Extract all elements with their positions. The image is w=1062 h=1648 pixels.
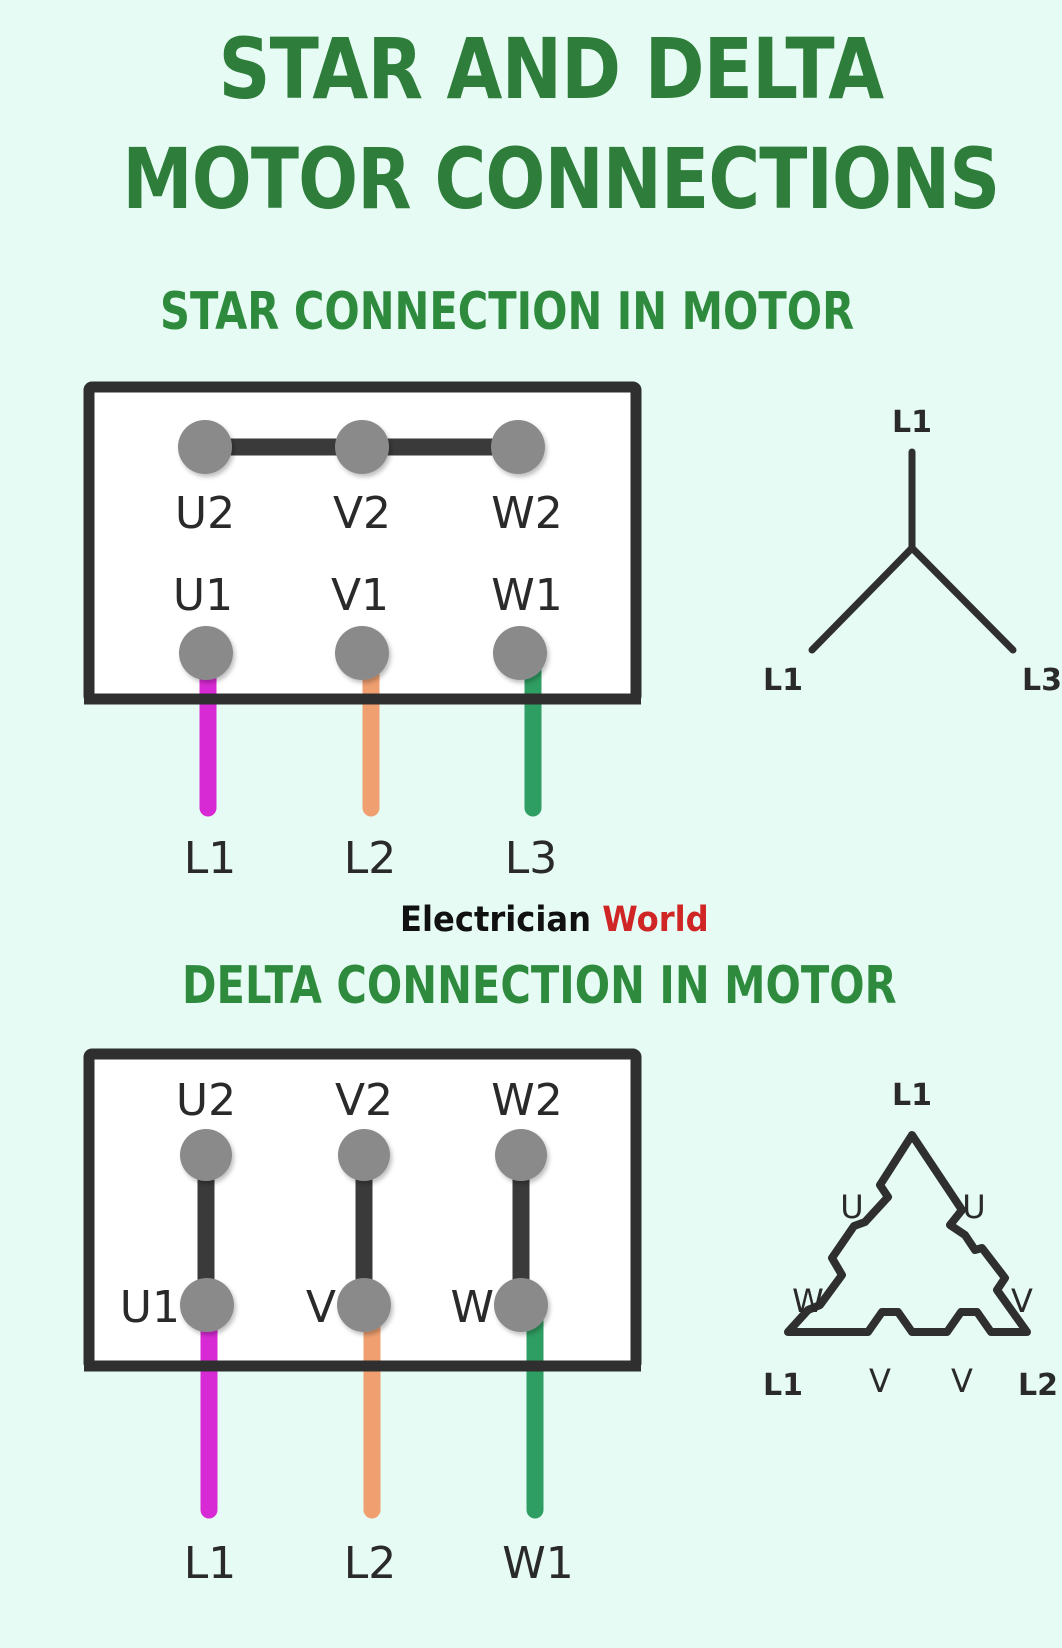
delta-winding-label-u-left: U xyxy=(840,1188,863,1226)
main-title-line-1: STAR AND DELTA xyxy=(218,20,884,118)
star-symbol-top-label: L1 xyxy=(892,405,932,440)
terminal-w xyxy=(494,1278,548,1332)
delta-winding-label-v-bottom-2: V xyxy=(951,1362,973,1400)
star-terminal-box: U2 V2 W2 U1 V1 W1 L1 L2 L3 xyxy=(83,381,642,884)
terminal-v2 xyxy=(338,1129,390,1181)
star-arms-bottom xyxy=(808,544,1017,654)
label-w: W xyxy=(450,1282,494,1333)
delta-symbol-bottom-right-label: L2 xyxy=(1018,1368,1058,1403)
delta-lead-w1: W1 xyxy=(502,1538,574,1589)
star-lead-l2: L2 xyxy=(344,833,397,884)
watermark-part-2: World xyxy=(602,900,709,940)
delta-lead-l2: L2 xyxy=(344,1538,397,1589)
label-v1: V1 xyxy=(331,570,389,621)
terminal-v xyxy=(337,1278,391,1332)
delta-section-heading: DELTA CONNECTION IN MOTOR xyxy=(182,956,897,1016)
delta-winding-label-w: W xyxy=(792,1282,824,1320)
label-w2: W2 xyxy=(491,488,563,539)
delta-lead-l1: L1 xyxy=(184,1538,237,1589)
terminal-u1 xyxy=(179,626,233,680)
delta-winding-label-u-right: U xyxy=(962,1188,985,1226)
label-u1: U1 xyxy=(173,570,233,621)
delta-winding-label-v-bottom-1: V xyxy=(869,1362,891,1400)
label-w1: W1 xyxy=(491,570,563,621)
delta-winding-label-v-right: V xyxy=(1011,1282,1033,1320)
delta-terminal-box: U2 V2 W2 U1 V W L1 L2 W1 xyxy=(83,1048,642,1589)
label-v2: V2 xyxy=(335,1075,393,1126)
label-u2: U2 xyxy=(176,1075,236,1126)
delta-symbol-top-label: L1 xyxy=(892,1078,932,1113)
label-w2: W2 xyxy=(491,1075,563,1126)
terminal-u1 xyxy=(180,1278,234,1332)
label-u2: U2 xyxy=(175,488,235,539)
star-section-heading: STAR CONNECTION IN MOTOR xyxy=(160,282,855,342)
star-symbol-right-label: L3 xyxy=(1022,663,1062,698)
label-v: V xyxy=(306,1282,336,1333)
label-u1: U1 xyxy=(120,1282,180,1333)
terminal-w2 xyxy=(495,1129,547,1181)
star-lead-l3: L3 xyxy=(505,833,558,884)
delta-symbol-bottom-left-label: L1 xyxy=(763,1368,803,1403)
terminal-v2 xyxy=(335,420,389,474)
terminal-w1 xyxy=(493,626,547,680)
watermark-part-1: Electrician xyxy=(400,900,592,940)
terminal-u2 xyxy=(180,1129,232,1181)
delta-symbol: L1 U U W V V V L1 L2 xyxy=(763,1078,1058,1403)
label-v2: V2 xyxy=(333,488,391,539)
terminal-w2 xyxy=(491,420,545,474)
star-lead-l1: L1 xyxy=(184,833,237,884)
watermark: Electrician World xyxy=(400,900,709,940)
terminal-u2 xyxy=(178,420,232,474)
star-symbol-left-label: L1 xyxy=(763,663,803,698)
terminal-v1 xyxy=(335,626,389,680)
main-title-line-2: MOTOR CONNECTIONS xyxy=(122,130,1000,228)
star-symbol: L1 L1 L3 xyxy=(763,405,1062,698)
delta-triangle-windings xyxy=(784,1131,1031,1336)
